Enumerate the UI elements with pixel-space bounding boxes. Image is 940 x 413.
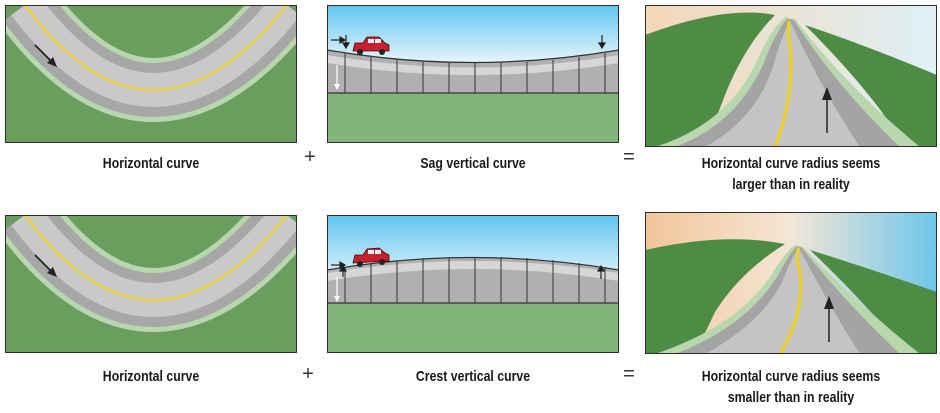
equals-sign: = (623, 146, 635, 168)
horizontal-curve-label: Horizontal curve (102, 368, 200, 385)
result-label-line1: Horizontal curve radius seems (701, 155, 881, 172)
direction-arrow-icon (822, 87, 832, 133)
horizontal-curve-panel-bottom (5, 215, 297, 353)
sag-vertical-curve-label: Sag vertical curve (420, 155, 526, 172)
horizontal-curve-panel-top (5, 5, 297, 143)
horizontal-curve-label: Horizontal curve (102, 155, 200, 172)
result-label-line2: larger than in reality (732, 176, 850, 193)
perceived-curve-panel-smaller (645, 212, 937, 354)
direction-arrow-icon (824, 296, 834, 342)
car-icon (352, 247, 390, 267)
elevation-arrow-icon (331, 35, 607, 90)
result-label-line1: Horizontal curve radius seems (701, 368, 881, 385)
direction-arrow-icon (34, 44, 57, 67)
perceived-curve-panel-larger (645, 5, 937, 147)
result-label-line2: smaller than in reality (727, 389, 855, 406)
direction-arrow-icon (34, 254, 57, 277)
plus-sign: + (304, 146, 316, 168)
plus-sign: + (302, 363, 314, 385)
car-icon (352, 36, 390, 55)
crest-vertical-curve-label: Crest vertical curve (415, 368, 531, 385)
equals-sign: = (623, 363, 635, 385)
sag-vertical-curve-panel (327, 5, 619, 143)
elevation-arrow-icon (331, 260, 606, 302)
crest-vertical-curve-panel (327, 215, 619, 353)
